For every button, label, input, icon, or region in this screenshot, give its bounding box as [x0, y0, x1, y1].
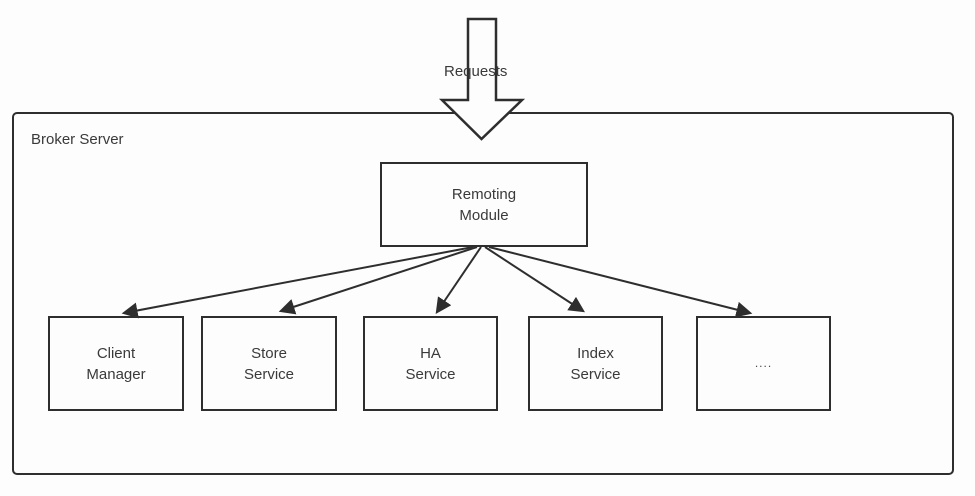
service-box-client-manager: Client Manager: [48, 316, 184, 411]
service-box-store-service: Store Service: [201, 316, 337, 411]
remoting-module-label-line2: Module: [459, 206, 509, 224]
ha-service-label-line1: HA: [420, 344, 441, 362]
remoting-module-label-line1: Remoting: [451, 185, 517, 203]
index-service-label-line1: Index: [577, 344, 614, 362]
index-service-label: Index Service: [570, 343, 620, 385]
broker-server-label: Broker Server: [31, 131, 124, 148]
store-service-label: Store Service: [244, 343, 294, 385]
service-box-index-service: Index Service: [528, 316, 663, 411]
store-service-label-line1: Store: [251, 344, 287, 362]
ha-service-label: HA Service: [405, 343, 455, 385]
client-manager-label: Client Manager: [86, 343, 145, 385]
store-service-label-line2: Service: [243, 365, 295, 383]
client-manager-label-line2: Manager: [86, 365, 146, 383]
requests-label: Requests: [444, 63, 508, 80]
more-services-label-line1: ....: [754, 356, 773, 370]
index-service-label-line2: Service: [570, 365, 621, 383]
service-box-ha-service: HA Service: [363, 316, 498, 411]
client-manager-label-line1: Client: [96, 344, 136, 362]
ha-service-label-line2: Service: [405, 365, 456, 383]
more-services-label: ....: [755, 353, 772, 374]
service-box-more-services: ....: [696, 316, 831, 411]
remoting-module-box: Remoting Module: [380, 162, 588, 247]
remoting-module-label: Remoting Module: [452, 184, 516, 226]
